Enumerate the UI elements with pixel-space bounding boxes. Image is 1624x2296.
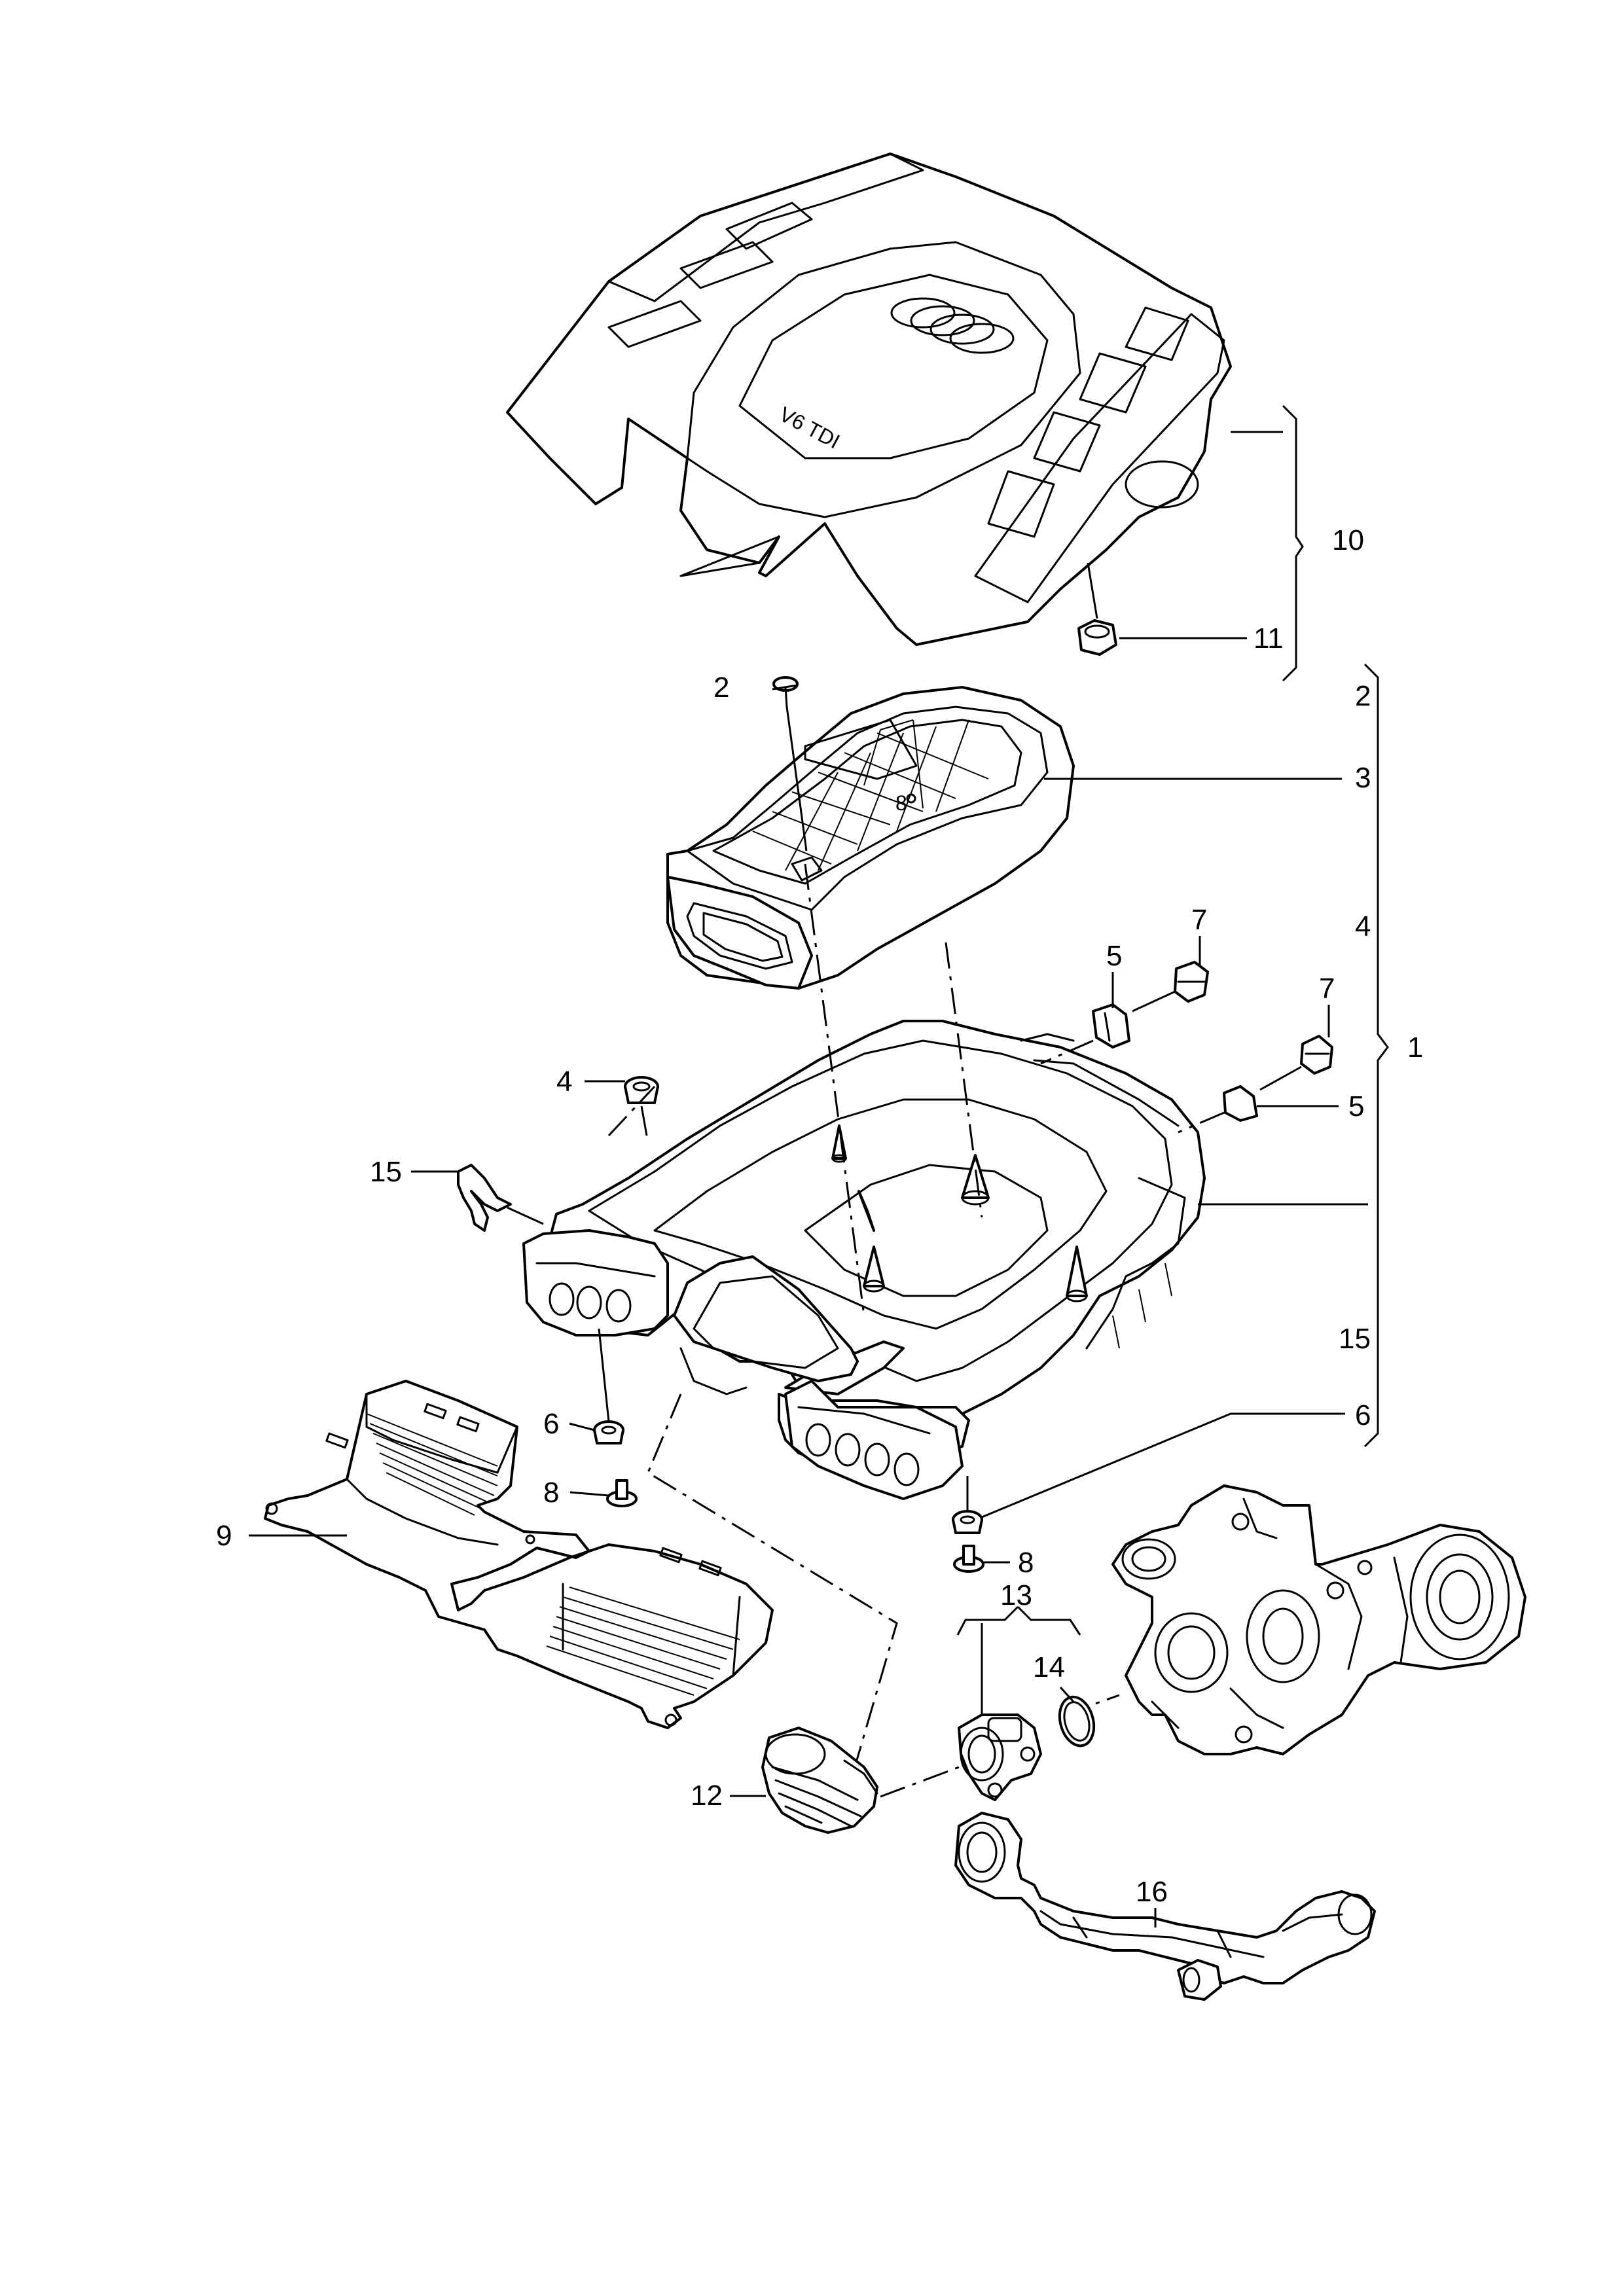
callout-11: 11: [1254, 622, 1284, 655]
callout-4-right: 4: [1355, 910, 1371, 942]
part-8-bolt-left: [606, 1479, 638, 1507]
callout-5-right: 5: [1348, 1090, 1364, 1122]
callout-4-left: 4: [556, 1066, 572, 1098]
callout-15-left: 15: [370, 1156, 402, 1188]
callout-16: 16: [1136, 1876, 1168, 1908]
callout-8-left: 8: [543, 1477, 559, 1509]
callout-2-left: 2: [713, 672, 729, 704]
callout-13: 13: [1000, 1579, 1032, 1611]
turbocharger: [1111, 1484, 1526, 1755]
part-16-pipe: [954, 1812, 1376, 2001]
part-6-grommet-right: [952, 1476, 983, 1534]
callout-labels: 10 11 2 2 3 4 1 5 7 7 5 4 15 15 6 6 8 8 …: [216, 524, 1423, 1908]
leader-lines: [249, 431, 1368, 1928]
air-filter-lid: [666, 686, 1075, 990]
part-14-seal-ring: [1058, 1695, 1096, 1748]
part-5-clip-top: [1040, 1003, 1130, 1065]
part-7-clip-right: [1259, 1035, 1333, 1091]
bracket-13: [956, 1605, 1081, 1715]
part-5-clip-right: [1178, 1085, 1258, 1134]
callout-8-inner: 8: [895, 791, 907, 815]
part-6-grommet-left: [593, 1328, 624, 1444]
callout-14: 14: [1033, 1651, 1065, 1683]
part-12-hose: [761, 1727, 878, 1834]
callout-7-b: 7: [1319, 973, 1335, 1005]
engine-cover: V6 TDI: [506, 152, 1232, 646]
part-13-throttle: [958, 1713, 1042, 1801]
callout-15-right: 15: [1339, 1323, 1371, 1355]
bracket-10-11: [1282, 404, 1304, 682]
callout-9: 9: [216, 1520, 232, 1552]
lid-inner-callout: 8: [791, 719, 924, 882]
callout-1: 1: [1407, 1031, 1423, 1064]
callout-5-top: 5: [1106, 940, 1122, 972]
callout-2-right: 2: [1355, 680, 1371, 712]
callout-6-left: 6: [543, 1408, 559, 1440]
callout-6-right: 6: [1355, 1399, 1371, 1431]
part-15-pipe: [457, 1164, 544, 1232]
callout-12: 12: [691, 1780, 723, 1812]
callout-10: 10: [1332, 524, 1364, 556]
callout-7-a: 7: [1191, 904, 1207, 936]
callout-3: 3: [1355, 762, 1371, 794]
air-filter-housing: [522, 1020, 1206, 1500]
part-7-clip-top: [1132, 961, 1209, 1013]
air-duct: [264, 1380, 774, 1729]
part-11-nut: [1077, 562, 1117, 656]
callout-8-right: 8: [1018, 1547, 1034, 1579]
part-4-grommet: [624, 1076, 659, 1136]
part-8-bolt-right: [953, 1545, 984, 1573]
bracket-1: [1363, 663, 1389, 1448]
